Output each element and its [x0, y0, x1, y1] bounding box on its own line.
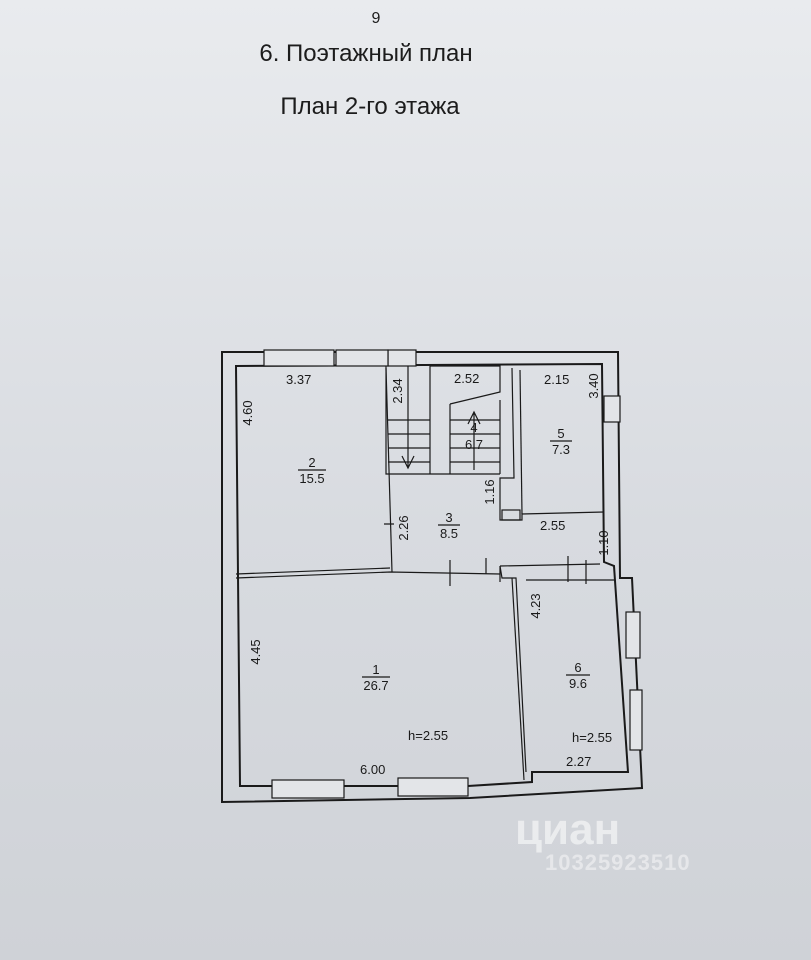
room-2-number: 2	[308, 455, 315, 470]
partition-room1-top	[235, 571, 501, 579]
room-6-height: h=2.55	[572, 730, 612, 745]
dim-hall-a: 1.16	[482, 479, 497, 504]
dim-hall-c: 2.55	[540, 518, 565, 533]
stair-steps-left	[388, 419, 430, 463]
wall-segment-top	[335, 349, 389, 367]
window-bottom-2	[397, 777, 469, 797]
dim-room5-width: 2.15	[544, 372, 569, 387]
dim-room5-length: 3.40	[586, 373, 601, 398]
partition-room2-right	[385, 367, 393, 573]
watermark-logo: циан	[515, 805, 621, 854]
room-3-area: 8.5	[440, 526, 458, 541]
page-number: 9	[371, 10, 381, 27]
door-room5	[501, 509, 521, 521]
window-top-2	[387, 349, 417, 367]
room-4-number: 4	[470, 420, 477, 435]
room-5-number: 5	[557, 426, 564, 441]
partition-hall-bottom	[499, 563, 601, 567]
dim-room2-length: 4.60	[240, 400, 255, 425]
stair-steps-right	[450, 419, 500, 463]
room-2-area: 15.5	[299, 471, 324, 486]
dim-room1-length: 4.45	[248, 639, 263, 664]
partition-room6-left-inner	[511, 577, 525, 781]
inner-wall-outline	[234, 362, 630, 787]
outer-wall-outline	[221, 351, 644, 804]
dim-stair-a: 2.34	[390, 378, 405, 403]
stair-arrow-up-icon	[467, 410, 481, 470]
room-4-area: 6.7	[465, 437, 483, 452]
dim-room6-length: 4.23	[528, 593, 543, 618]
room-3-number: 3	[445, 510, 452, 525]
stair-outline	[385, 366, 500, 475]
watermark-id: 10325923510	[545, 850, 691, 875]
stair-landing	[430, 365, 501, 405]
room-1-area: 26.7	[363, 678, 388, 693]
stair-arrow-down-icon	[401, 366, 415, 470]
room-1-number: 1	[372, 662, 379, 677]
room-6-area: 9.6	[569, 676, 587, 691]
window-right-room6-b	[629, 689, 643, 751]
dim-room2-width: 3.37	[286, 372, 311, 387]
dim-hall-d: 1.10	[596, 530, 611, 555]
dim-room6-width: 2.27	[566, 754, 591, 769]
window-right-room6-a	[625, 611, 641, 659]
dim-room1-width: 6.00	[360, 762, 385, 777]
page-title: 6. Поэтажный план	[259, 40, 473, 67]
window-top-1	[263, 349, 335, 367]
window-bottom-1	[271, 779, 345, 799]
partition-room5-inner	[519, 369, 523, 515]
window-right-room5	[603, 395, 621, 423]
dim-hall-b: 2.26	[396, 515, 411, 540]
door-ticks-2	[485, 558, 501, 582]
partition-room2-bottom	[235, 567, 391, 575]
room-1-height: h=2.55	[408, 728, 448, 743]
room-5-area: 7.3	[552, 442, 570, 457]
dim-stair-b: 2.52	[454, 371, 479, 386]
page-subtitle: План 2-го этажа	[280, 93, 460, 120]
door-ticks	[384, 523, 587, 586]
room-6-number: 6	[574, 660, 581, 675]
partition-room6-left	[499, 565, 527, 773]
